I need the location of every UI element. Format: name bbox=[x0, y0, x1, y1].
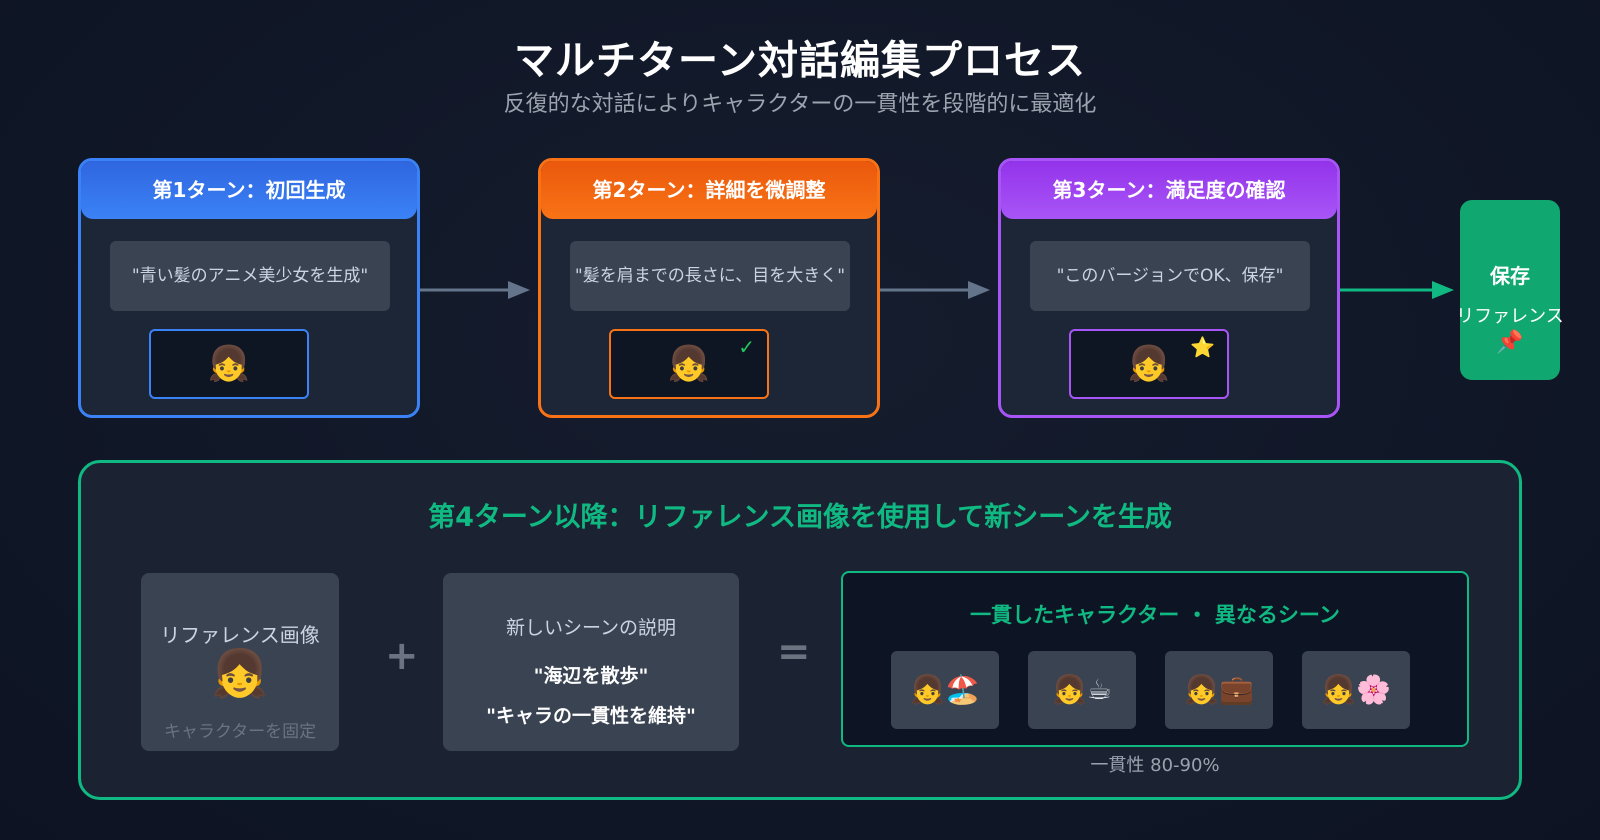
turn-2-card: 第2ターン：詳細を微調整 "髪を肩までの長さに、目を大きく" 👧 ✓ bbox=[538, 158, 880, 418]
turn-1-prompt: "青い髪のアニメ美少女を生成" bbox=[110, 241, 390, 311]
girl-icon: 👧 bbox=[667, 344, 711, 384]
turn-3-title: 第3ターン：満足度の確認 bbox=[1001, 161, 1337, 219]
turn-3-prompt: "このバージョンでOK、保存" bbox=[1030, 241, 1310, 311]
page-subtitle: 反復的な対話によりキャラクターの一貫性を段階的に最適化 bbox=[503, 92, 1097, 117]
save-reference-box: 保存 リファレンス 📌 bbox=[1456, 200, 1564, 380]
girl-icon: 👧 bbox=[207, 344, 251, 384]
plus-operator: + bbox=[385, 633, 419, 679]
scene-work-icon: 👧💼 bbox=[1165, 651, 1273, 729]
star-icon: ⭐ bbox=[1190, 335, 1215, 359]
reference-label: リファレンス画像 bbox=[160, 623, 320, 647]
turn-1-preview: 👧 bbox=[149, 329, 309, 399]
reference-image-box: リファレンス画像 👧 キャラクターを固定 bbox=[141, 573, 339, 751]
description-line-2: "キャラの一貫性を維持" bbox=[486, 705, 696, 727]
scene-flower-icon: 👧🌸 bbox=[1302, 651, 1410, 729]
result-title: 一貫したキャラクター ・ 異なるシーン bbox=[970, 603, 1340, 627]
equals-operator: = bbox=[777, 629, 811, 675]
turn-2-title: 第2ターン：詳細を微調整 bbox=[541, 161, 877, 219]
description-line-1: "海辺を散歩" bbox=[533, 665, 649, 687]
save-sublabel: リファレンス bbox=[1456, 306, 1564, 327]
scene-beach-icon: 👧🏖️ bbox=[891, 651, 999, 729]
arrow-turn1-to-turn2 bbox=[420, 281, 530, 299]
description-label: 新しいシーンの説明 bbox=[505, 617, 677, 639]
girl-icon: 👧 bbox=[211, 646, 269, 700]
page-title: マルチターン対話編集プロセス bbox=[514, 38, 1086, 84]
reference-note: キャラクターを固定 bbox=[163, 722, 317, 742]
arrow-turn2-to-turn3 bbox=[880, 281, 990, 299]
turn-1-title: 第1ターン：初回生成 bbox=[81, 161, 417, 219]
turn-2-prompt: "髪を肩までの長さに、目を大きく" bbox=[570, 241, 850, 311]
pushpin-icon: 📌 bbox=[1496, 330, 1524, 355]
turn-4-title: 第4ターン以降：リファレンス画像を使用して新シーンを生成 bbox=[428, 502, 1172, 533]
turn-3-card: 第3ターン：満足度の確認 "このバージョンでOK、保存" 👧 ⭐ bbox=[998, 158, 1340, 418]
girl-icon: 👧 bbox=[1127, 344, 1171, 384]
turn-2-preview: 👧 ✓ bbox=[609, 329, 769, 399]
scene-description-box: 新しいシーンの説明 "海辺を散歩" "キャラの一貫性を維持" bbox=[443, 573, 739, 751]
arrow-turn3-to-save bbox=[1340, 281, 1454, 299]
save-label: 保存 bbox=[1490, 264, 1530, 288]
consistency-label: 一貫性 80-90% bbox=[1090, 755, 1220, 776]
result-box: 一貫したキャラクター ・ 異なるシーン 👧🏖️ 👧☕ 👧💼 👧🌸 bbox=[841, 571, 1469, 747]
turn-4-section: 第4ターン以降：リファレンス画像を使用して新シーンを生成 リファレンス画像 👧 … bbox=[78, 460, 1522, 800]
turn-3-preview: 👧 ⭐ bbox=[1069, 329, 1229, 399]
scene-cafe-icon: 👧☕ bbox=[1028, 651, 1136, 729]
checkmark-icon: ✓ bbox=[738, 335, 755, 359]
turn-1-card: 第1ターン：初回生成 "青い髪のアニメ美少女を生成" 👧 bbox=[78, 158, 420, 418]
